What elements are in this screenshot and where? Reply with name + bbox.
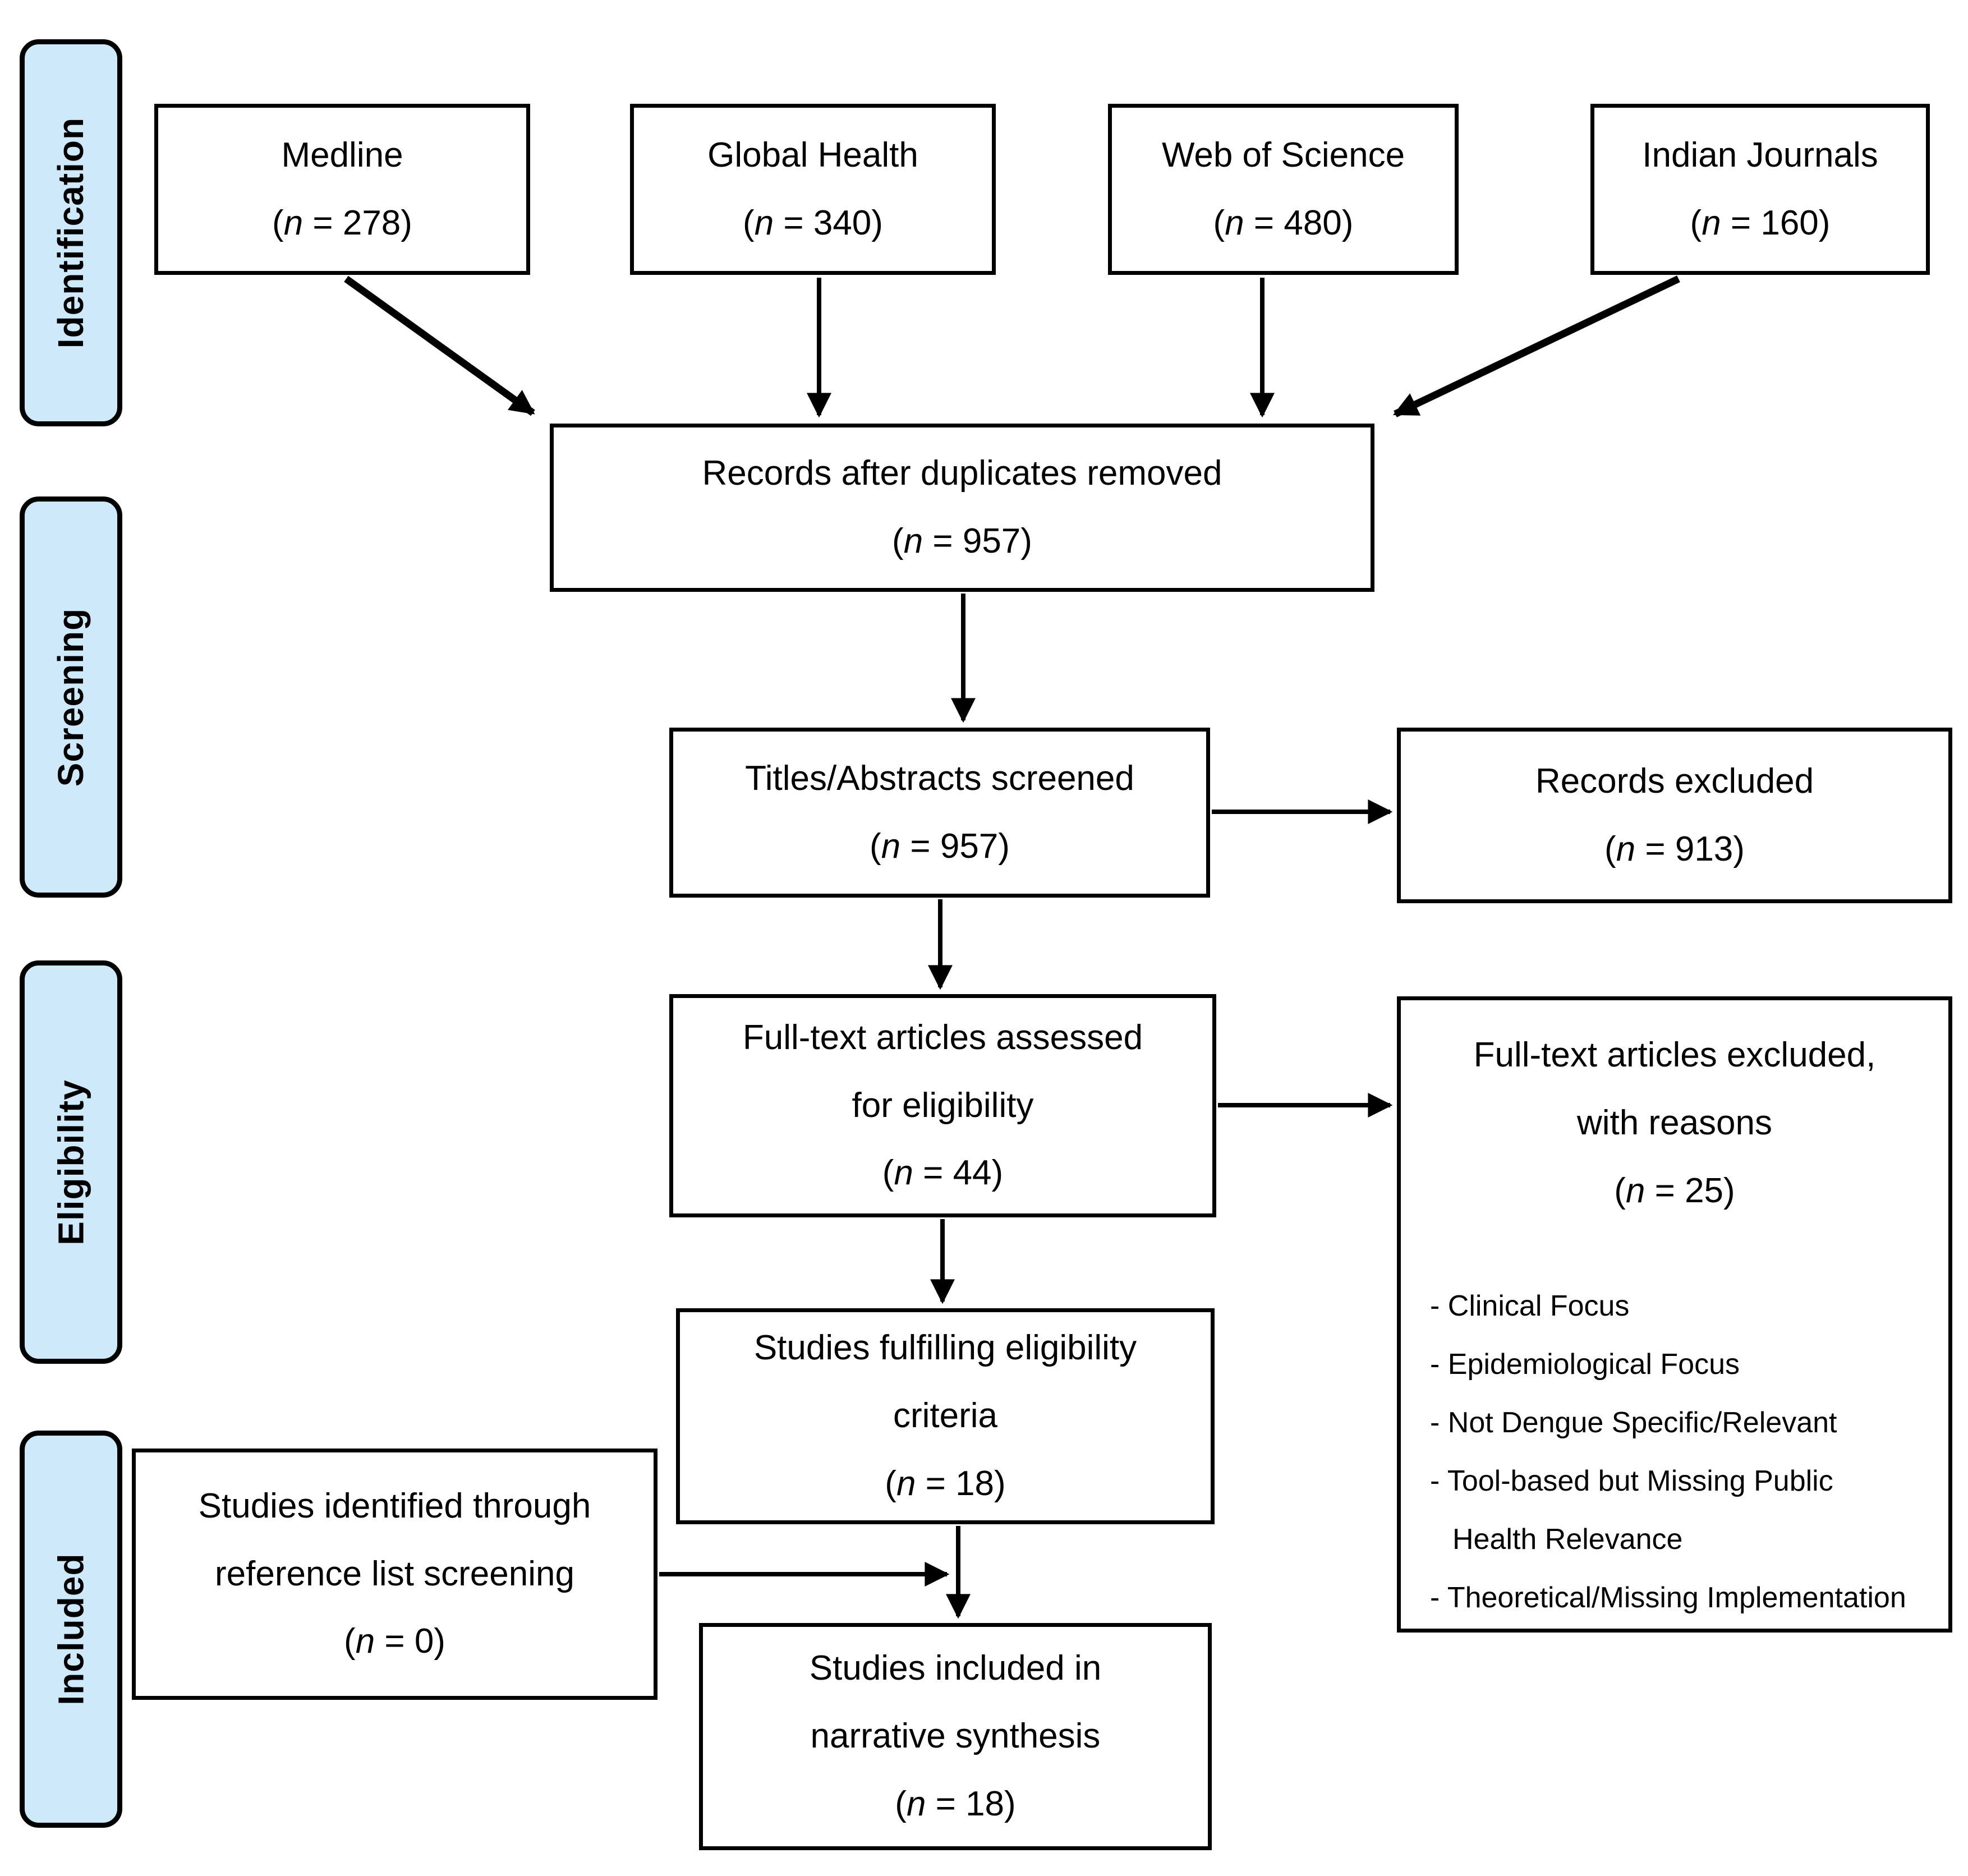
box-narrative-synthesis-title: Studies included in narrative synthesis: [809, 1649, 1102, 1756]
box-web-of-science: Web of Science (n = 480): [1108, 104, 1459, 275]
excluded-reason-item: - Theoretical/Missing Implementation: [1430, 1581, 1906, 1614]
arrow-indian-journals-to-dedup: [1393, 275, 1680, 417]
box-fulltext-excluded: Full-text articles excluded, with reason…: [1397, 996, 1952, 1633]
box-fulltext-assessed: Full-text articles assessed for eligibil…: [669, 994, 1216, 1217]
box-fulltext-excluded-title: Full-text articles excluded, with reason…: [1473, 1036, 1876, 1142]
stage-screening: Screening: [20, 496, 122, 898]
box-narrative-synthesis: Studies included in narrative synthesis …: [699, 1623, 1212, 1850]
box-global-health-count: (n = 340): [743, 203, 883, 242]
stage-eligibility-label: Eligibility: [50, 1079, 91, 1245]
stage-identification-label: Identification: [50, 117, 91, 349]
box-fulltext-excluded-count: (n = 25): [1614, 1171, 1735, 1210]
box-fulltext-assessed-count: (n = 44): [882, 1153, 1004, 1193]
box-indian-journals-title: Indian Journals: [1642, 135, 1878, 174]
excluded-reason-item: - Not Dengue Specific/Relevant: [1430, 1406, 1837, 1439]
box-records-excluded-count: (n = 913): [1604, 829, 1745, 868]
box-records-deduplicated-count: (n = 957): [892, 522, 1032, 560]
box-web-of-science-count: (n = 480): [1213, 203, 1354, 242]
box-records-deduplicated: Records after duplicates removed (n = 95…: [550, 424, 1374, 592]
box-titles-abstracts-title: Titles/Abstracts screened: [745, 758, 1134, 798]
box-web-of-science-title: Web of Science: [1161, 135, 1405, 174]
box-medline-title: Medline: [281, 135, 403, 174]
box-narrative-synthesis-count: (n = 18): [895, 1784, 1016, 1823]
box-medline-count: (n = 278): [272, 203, 412, 242]
box-studies-fulfilling-title: Studies fulfilling eligibility criteria: [753, 1328, 1137, 1436]
stage-screening-label: Screening: [50, 608, 91, 787]
box-global-health: Global Health (n = 340): [630, 104, 996, 275]
box-titles-abstracts-count: (n = 957): [870, 826, 1010, 866]
box-reference-list-count: (n = 0): [344, 1622, 445, 1661]
arrow-medline-to-dedup: [344, 275, 535, 416]
excluded-reason-item: - Tool-based but Missing Public Health R…: [1430, 1464, 1833, 1556]
box-studies-fulfilling-count: (n = 18): [885, 1464, 1006, 1503]
excluded-reason-item: - Epidemiological Focus: [1430, 1348, 1740, 1381]
excluded-reasons-list: - Clinical Focus - Epidemiological Focus -…: [1401, 1277, 1948, 1627]
stage-eligibility: Eligibility: [20, 960, 122, 1364]
box-indian-journals-count: (n = 160): [1690, 203, 1831, 242]
stage-included-label: Included: [50, 1553, 91, 1705]
box-fulltext-assessed-title: Full-text articles assessed for eligibil…: [742, 1018, 1143, 1125]
box-reference-list-title: Studies identified through reference lis…: [198, 1486, 591, 1593]
stage-included: Included: [20, 1431, 122, 1828]
box-indian-journals: Indian Journals (n = 160): [1590, 104, 1930, 275]
excluded-reason-item: - Clinical Focus: [1430, 1289, 1630, 1322]
box-studies-fulfilling: Studies fulfilling eligibility criteria …: [676, 1308, 1215, 1524]
box-titles-abstracts-screened: Titles/Abstracts screened (n = 957): [669, 728, 1210, 898]
box-medline: Medline (n = 278): [154, 104, 530, 275]
box-records-excluded: Records excluded (n = 913): [1397, 728, 1952, 903]
stage-identification: Identification: [20, 39, 122, 426]
box-global-health-title: Global Health: [707, 135, 918, 174]
box-reference-list-screening: Studies identified through reference lis…: [132, 1449, 657, 1700]
box-records-deduplicated-title: Records after duplicates removed: [702, 454, 1222, 493]
box-records-excluded-title: Records excluded: [1535, 761, 1814, 801]
